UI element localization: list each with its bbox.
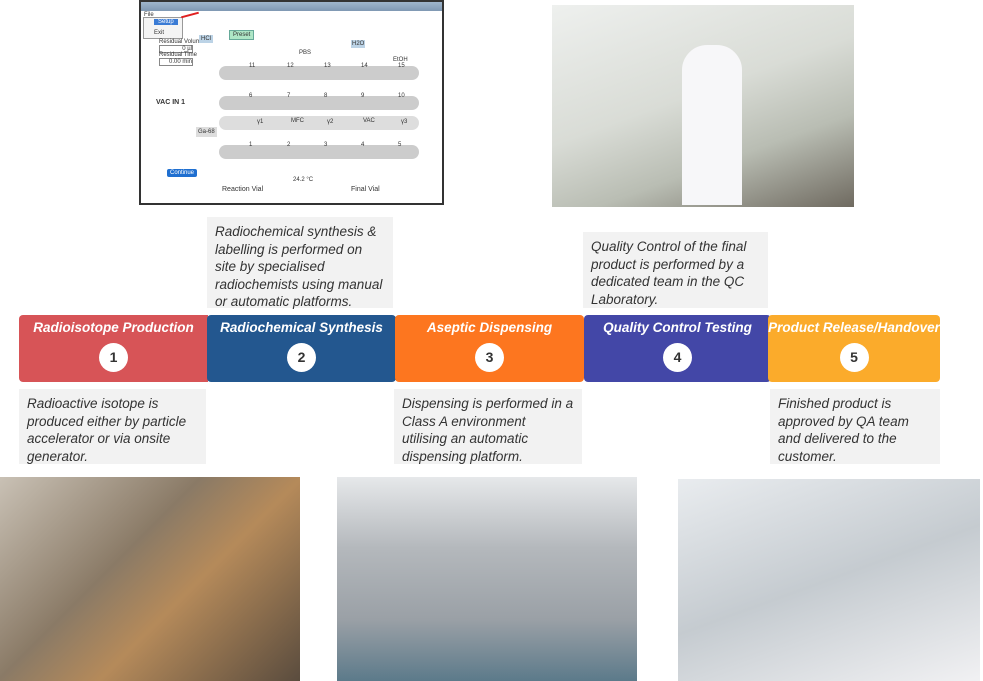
red-arrow-icon <box>181 11 199 19</box>
callout-step-5: Finished product is approved by QA team … <box>770 389 940 464</box>
valve-6[interactable]: 6 <box>249 93 253 99</box>
final-vial-label: Final Vial <box>351 186 380 193</box>
valve-9[interactable]: 9 <box>361 93 365 99</box>
valve-13[interactable]: 13 <box>324 63 331 69</box>
valve-3[interactable]: 3 <box>324 142 328 148</box>
dispensing-hotcell-photo <box>337 477 637 681</box>
gamma-2: γ2 <box>327 119 334 125</box>
valve-2[interactable]: 2 <box>287 142 291 148</box>
menu-file[interactable]: File <box>144 12 154 18</box>
callout-step-3: Dispensing is performed in a Class A env… <box>394 389 582 464</box>
step-aseptic-dispensing: Aseptic Dispensing 3 <box>395 315 584 382</box>
step-number-badge: 1 <box>99 343 128 372</box>
valve-14[interactable]: 14 <box>361 63 368 69</box>
pbs-label: PBS <box>299 50 312 56</box>
valve-10[interactable]: 10 <box>398 93 405 99</box>
callout-step-4: Quality Control of the final product is … <box>583 232 768 308</box>
etoh-label: EtOH <box>393 57 408 63</box>
valve-4[interactable]: 4 <box>361 142 365 148</box>
vac-in-label: VAC IN 1 <box>156 99 186 106</box>
h2o-vial: H2O <box>351 40 366 48</box>
step-product-release: Product Release/Handover 5 <box>768 315 940 382</box>
scientist-figure <box>682 45 742 205</box>
menu-setup[interactable]: Setup <box>154 19 178 25</box>
residual-time-value: 0.00 min <box>159 58 193 66</box>
step-number-badge: 2 <box>287 343 316 372</box>
valve-manifold-2 <box>219 96 419 110</box>
gamma-3: γ3 <box>401 119 408 125</box>
hcl-vial: HCl <box>199 35 213 43</box>
step-title: Product Release/Handover <box>768 320 940 335</box>
step-radiochemical-synthesis: Radiochemical Synthesis 2 <box>207 315 396 382</box>
valve-15[interactable]: 15 <box>398 63 405 69</box>
step-title: Quality Control Testing <box>603 320 752 335</box>
valve-8[interactable]: 8 <box>324 93 328 99</box>
preset-button[interactable]: Preset <box>229 30 255 40</box>
gamma-1: γ1 <box>257 119 264 125</box>
step-title: Aseptic Dispensing <box>426 320 553 335</box>
valve-11[interactable]: 11 <box>249 63 256 69</box>
step-title: Radioisotope Production <box>33 320 194 335</box>
valve-manifold-3 <box>219 145 419 159</box>
continue-button[interactable]: Continue <box>167 169 198 177</box>
step-number-badge: 5 <box>839 343 869 372</box>
valve-manifold-1 <box>219 66 419 80</box>
menu-exit[interactable]: Exit <box>154 30 165 36</box>
ga68-generator: Ga-68 <box>196 127 217 137</box>
callout-step-2: Radiochemical synthesis & labelling is p… <box>207 217 393 309</box>
step-number-badge: 4 <box>663 343 692 372</box>
reaction-vial-label: Reaction Vial <box>222 186 264 193</box>
synthesis-software-screenshot: File Setup Exit Residual Volume 0 µl Res… <box>139 0 444 205</box>
window-titlebar <box>141 2 442 11</box>
residual-volume-label: Residual Volume <box>159 39 205 45</box>
valve-12[interactable]: 12 <box>287 63 294 69</box>
valve-5[interactable]: 5 <box>398 142 402 148</box>
valve-1[interactable]: 1 <box>249 142 253 148</box>
callout-step-1: Radioactive isotope is produced either b… <box>19 389 206 464</box>
vac-label: VAC <box>363 118 375 124</box>
step-quality-control-testing: Quality Control Testing 4 <box>584 315 771 382</box>
qc-lab-photo <box>552 5 854 207</box>
step-radioisotope-production: Radioisotope Production 1 <box>19 315 208 382</box>
qa-team-photo <box>678 479 980 681</box>
valve-7[interactable]: 7 <box>287 93 291 99</box>
residual-volume-value: 0 µl <box>159 45 193 53</box>
cyclotron-photo <box>0 477 300 681</box>
sensor-bar <box>219 116 419 130</box>
file-menu: Setup Exit <box>143 17 183 39</box>
temperature-readout: 24.2 °C <box>293 177 314 183</box>
residual-time-label: Residual Time <box>159 52 198 58</box>
step-title: Radiochemical Synthesis <box>220 320 383 335</box>
step-number-badge: 3 <box>475 343 504 372</box>
mfc-label: MFC <box>291 118 304 124</box>
